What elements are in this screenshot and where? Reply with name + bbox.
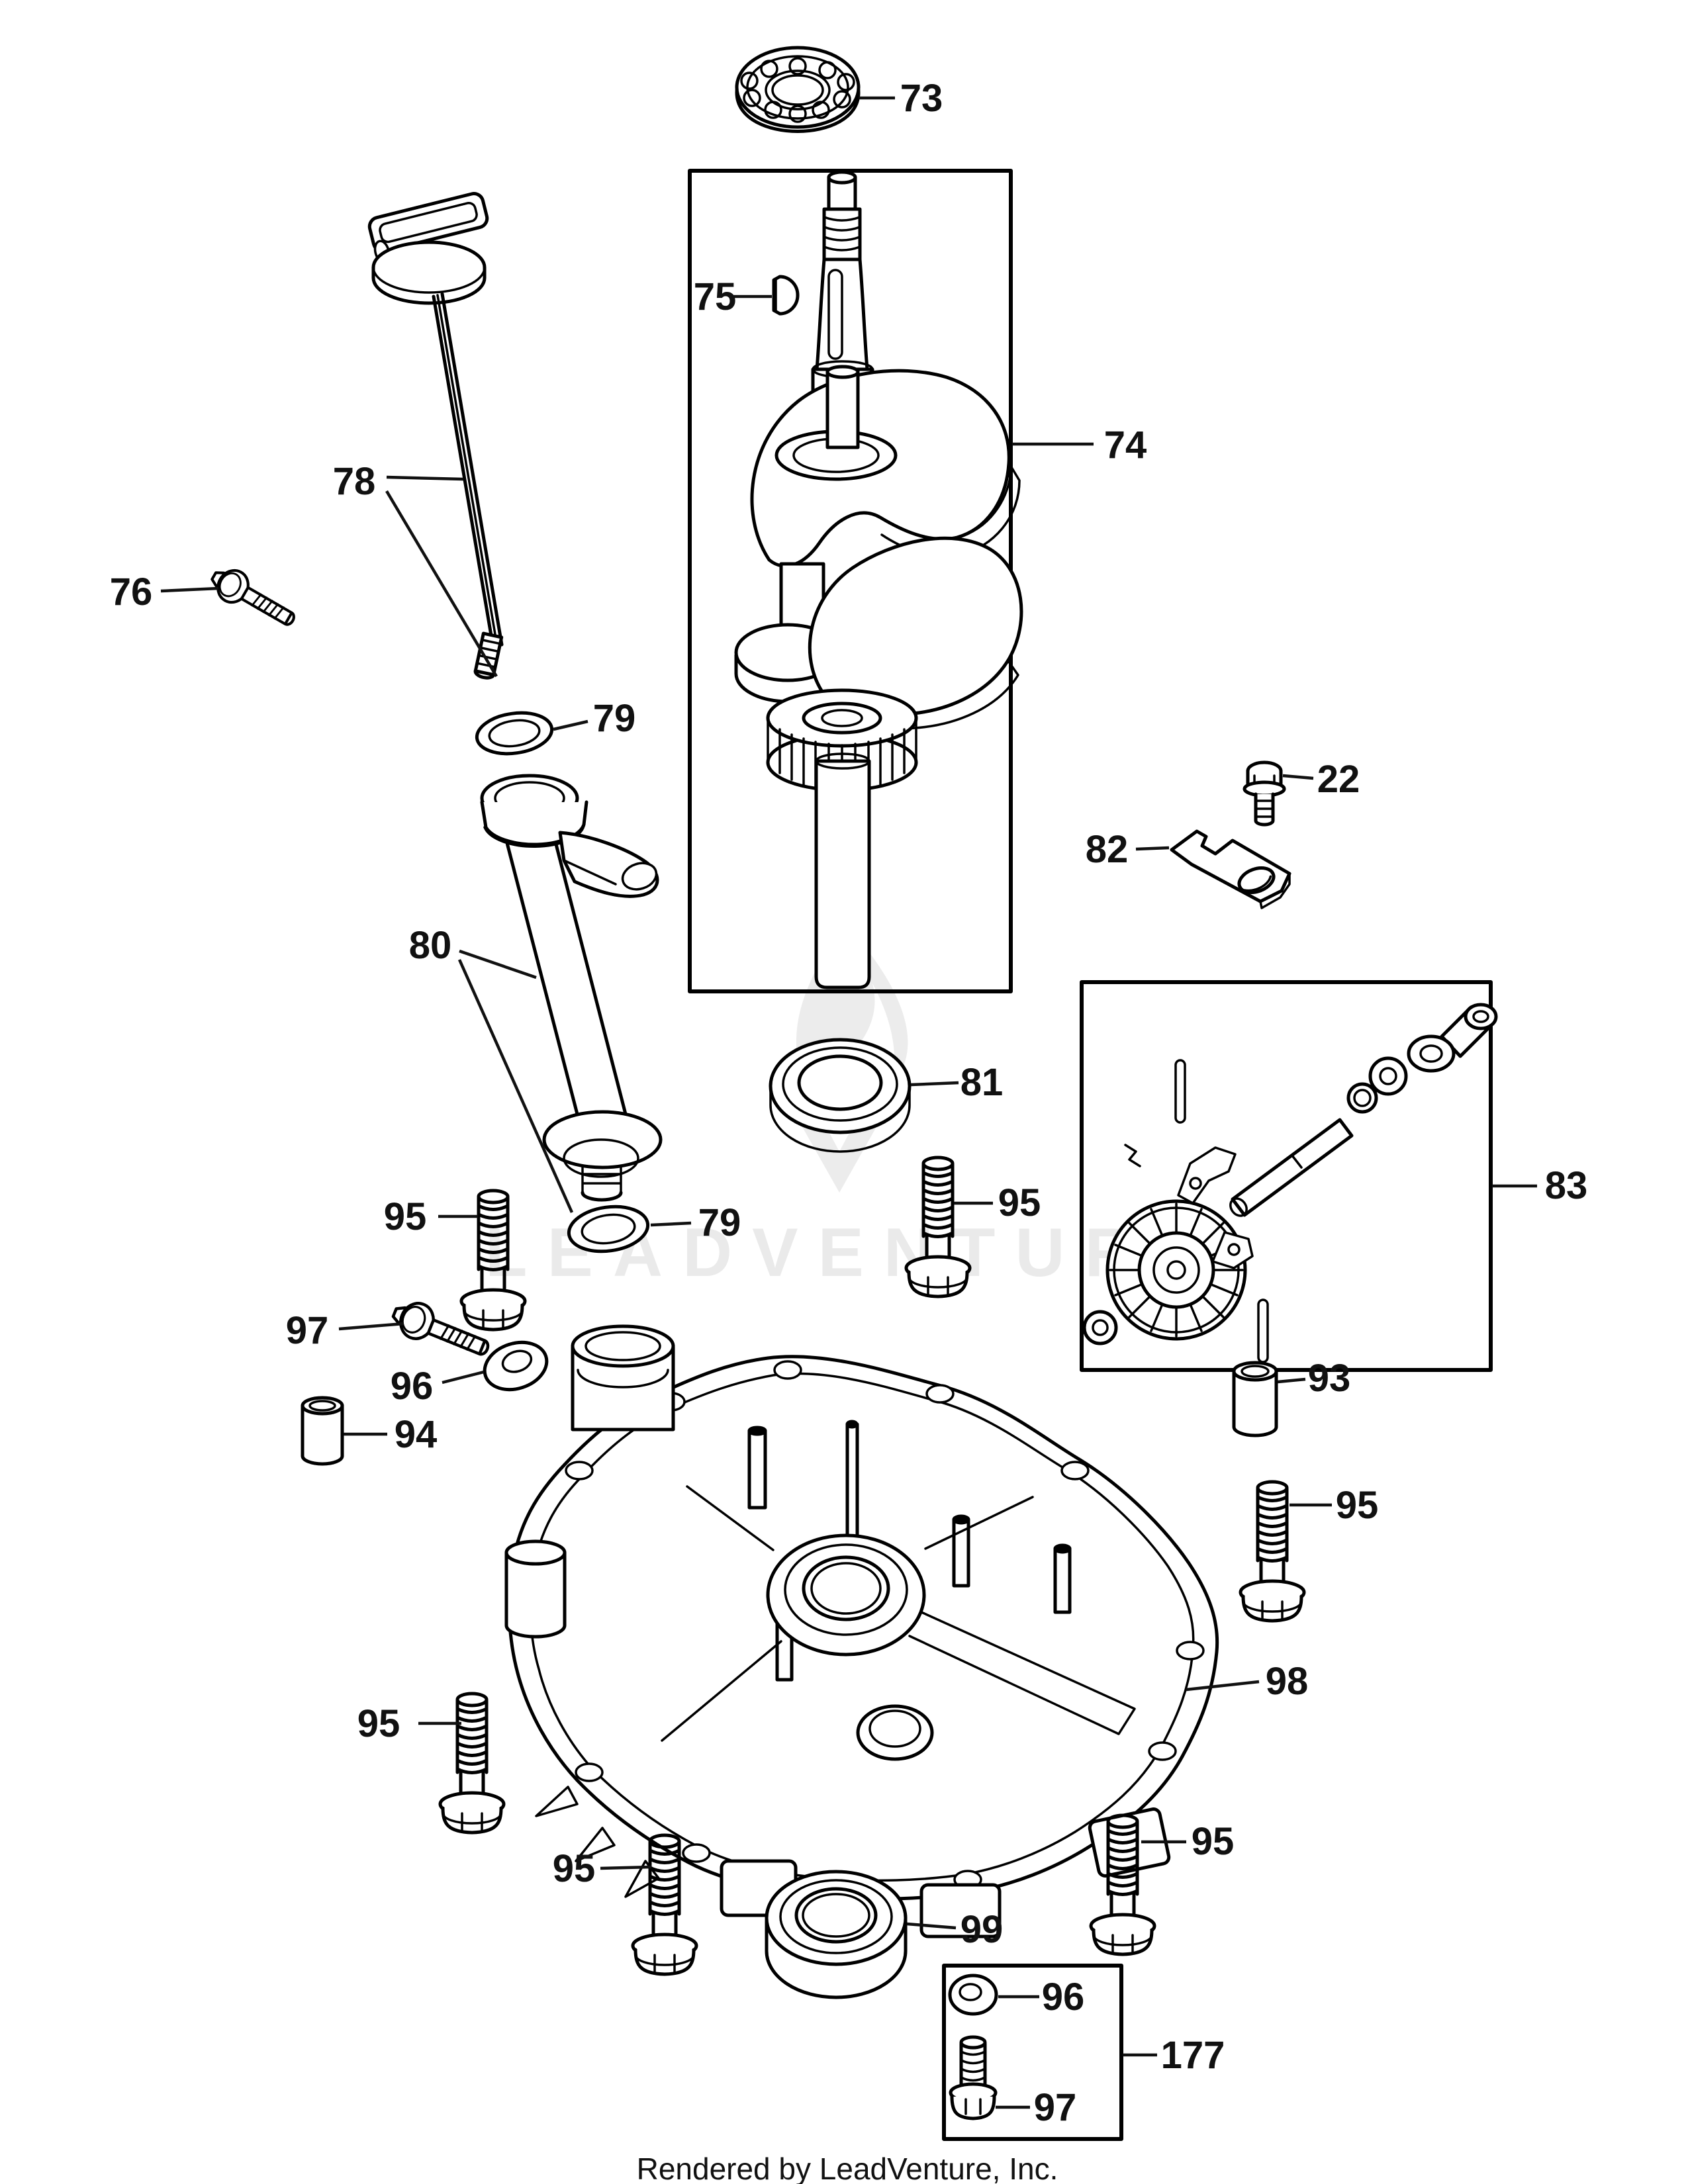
callout-95f: 95	[1336, 1484, 1379, 1527]
washer-96-kit-part	[948, 1974, 998, 2016]
crankcase-sump-98-part	[504, 1324, 1219, 1938]
callout-80: 80	[409, 924, 452, 967]
callout-73: 73	[900, 77, 943, 120]
callout-93: 93	[1308, 1357, 1351, 1400]
callout-95c: 95	[357, 1702, 400, 1745]
washer-79-lower-part	[567, 1205, 650, 1253]
callout-177: 177	[1161, 2034, 1225, 2077]
callout-98: 98	[1266, 1660, 1309, 1703]
callout-79-upper: 79	[593, 697, 636, 740]
oil-fill-tube-80-part	[480, 774, 663, 1202]
leader-lines	[160, 96, 1537, 2109]
bolt-95c-part	[1241, 1482, 1304, 1621]
bolt-22-part	[1243, 760, 1286, 827]
callout-96-kit: 96	[1042, 1976, 1085, 2019]
callout-78: 78	[333, 460, 376, 503]
footer-credit-text: Rendered by LeadVenture, Inc.	[637, 2152, 1058, 2184]
ball-bearing-73-part	[735, 46, 861, 133]
callout-95b: 95	[998, 1181, 1041, 1224]
callout-97-left: 97	[286, 1309, 329, 1352]
dipstick-78-part	[367, 192, 504, 680]
woodruff-key-75-part	[772, 275, 800, 316]
bolt-95d-part	[440, 1694, 504, 1833]
callout-74: 74	[1104, 424, 1147, 467]
bearing-99-part	[765, 1870, 908, 1999]
callout-labels: 73 75 74 78 76 79 22 82 80 81 83 79 95 9…	[110, 77, 1588, 2129]
callout-79-lower: 79	[698, 1201, 741, 1244]
governor-detail-box	[1080, 980, 1493, 1372]
callout-76: 76	[110, 570, 153, 614]
callout-75: 75	[694, 275, 737, 318]
bolt-97-kit-part	[949, 2035, 998, 2120]
spacer-93-part	[1232, 1361, 1278, 1437]
callout-81: 81	[961, 1061, 1004, 1104]
callout-83: 83	[1545, 1164, 1588, 1207]
callout-99: 99	[961, 1908, 1004, 1951]
washer-96-left-part	[483, 1340, 549, 1392]
callout-95e: 95	[1192, 1820, 1235, 1863]
kit-detail-box-177	[942, 1964, 1123, 2141]
callout-96-left: 96	[391, 1365, 434, 1408]
governor-bracket-82-part	[1170, 829, 1291, 909]
spacer-94-part	[301, 1396, 344, 1466]
crankshaft-74-part	[734, 170, 1023, 989]
bolt-76-part	[206, 561, 301, 635]
governor-assembly-83-part	[1082, 1003, 1498, 1363]
callout-22: 22	[1317, 758, 1360, 801]
callout-82: 82	[1086, 828, 1129, 871]
callout-95a: 95	[384, 1195, 427, 1238]
callout-95d: 95	[553, 1847, 596, 1890]
oil-seal-81-part	[769, 1038, 912, 1153]
callout-94: 94	[395, 1413, 438, 1456]
washer-79-upper-part	[475, 711, 554, 756]
callout-97-kit: 97	[1034, 2086, 1077, 2129]
